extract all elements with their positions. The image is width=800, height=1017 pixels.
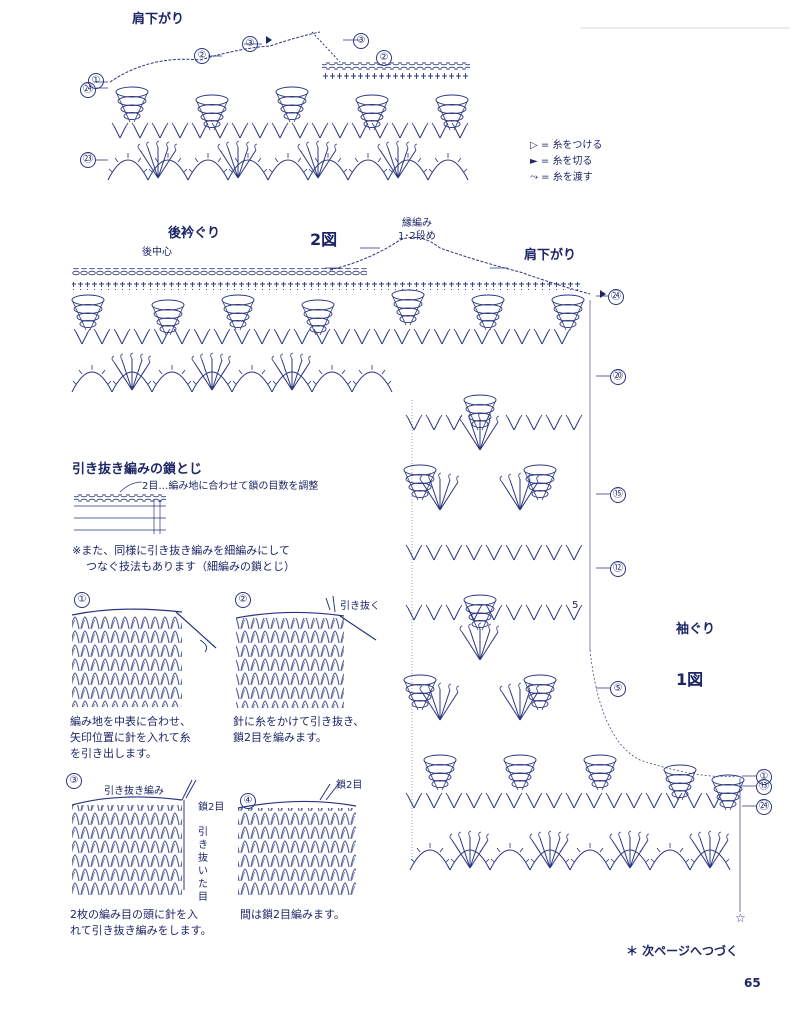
- chain-join-diagram: [74, 481, 166, 534]
- step-illustrations: [71, 595, 377, 896]
- row-mark-3b: ③: [353, 33, 369, 49]
- row-mark-12: ⑫: [610, 561, 626, 577]
- row-mark-24: ㉔: [80, 82, 96, 98]
- step-1-number: ①: [74, 592, 90, 608]
- step-1-line: を引き出します。: [70, 747, 157, 760]
- step-3-text: 2枚の編み目の頭に針を入 れて引き抜き編みをします。: [70, 907, 212, 939]
- row-mark-2: ②: [194, 48, 210, 64]
- step-3-number: ③: [66, 773, 82, 789]
- instructions-note-top: 2目…編み地に合わせて鎖の目数を調整: [142, 481, 319, 492]
- row-mark-23: ㉓: [80, 152, 96, 168]
- edge-rows-label-2: 1･2段め: [398, 231, 436, 242]
- step-3-line: れて引き抜き編みをします。: [70, 924, 212, 937]
- legend-symbol: ▷ =: [530, 140, 550, 151]
- step-4-line: 間は鎖2目編みます。: [240, 908, 345, 921]
- row-mark-20: ⑳: [610, 369, 626, 385]
- instructions-note-2: つなぐ技法もあります（細編みの鎖とじ）: [86, 560, 295, 573]
- continue-next-page: ＊ 次ページへつづく: [626, 944, 738, 958]
- instructions-heading: 引き抜き編みの鎖とじ: [72, 462, 203, 477]
- row-mark-15: ⑮: [610, 487, 626, 503]
- armhole-label: 袖ぐり: [676, 622, 716, 637]
- fig2-chart: [71, 236, 741, 860]
- legend-text: 糸を切る: [552, 156, 593, 167]
- instructions-note-1: ※また、同様に引き抜き編みを細編みにして: [72, 544, 290, 557]
- step-1-line: 矢印位置に針を入れて糸: [70, 731, 191, 744]
- shoulder-label-fig2: 肩下がり: [524, 248, 577, 263]
- row-mark-24c: ㉔: [756, 799, 772, 815]
- step-1-text: 編み地を中表に合わせ、 矢印位置に針を入れて糸 を引き出します。: [70, 714, 191, 762]
- svg-text:☆: ☆: [735, 911, 746, 925]
- step-1-line: 編み地を中表に合わせ、: [70, 715, 191, 728]
- legend-symbol: ► =: [530, 156, 550, 167]
- step-2-label: 引き抜く: [340, 601, 380, 612]
- step-2-line: 針に糸をかけて引き抜き、: [233, 715, 365, 728]
- row-mark-5: ⑤: [610, 681, 626, 697]
- step-3-label-2: 鎖2目: [198, 802, 225, 813]
- row-mark-1: ①: [88, 73, 104, 89]
- fig2-title: 2図: [310, 230, 338, 249]
- step-3-label-3: 引き抜いた目: [198, 827, 208, 903]
- fig1-title: 1図: [676, 670, 704, 689]
- fig1-chart: ☆: [405, 754, 756, 925]
- legend-item: ► = 糸を切る: [530, 154, 602, 170]
- legend-symbol: ⤳ =: [530, 172, 550, 183]
- step-2-number: ②: [235, 592, 251, 608]
- step-2-text: 針に糸をかけて引き抜き、 鎖2目を編みます。: [233, 714, 364, 746]
- shoulder-label-top: 肩下がり: [132, 12, 185, 27]
- legend-text: 糸を渡す: [552, 172, 593, 183]
- row-mark-2b: ②: [376, 50, 392, 66]
- edge-rows-label: 縁編み: [402, 218, 432, 229]
- stitch-count-5: 5: [572, 600, 579, 611]
- back-neck-label: 後衿ぐり: [168, 226, 221, 241]
- page-number: 65: [744, 976, 761, 990]
- step-3-line: 2枚の編み目の頭に針を入: [70, 908, 198, 921]
- legend-item: ▷ = 糸をつける: [530, 138, 602, 154]
- row-mark-3: ③: [242, 36, 258, 52]
- row-mark-24b: ㉔: [608, 289, 624, 305]
- top-shoulder-chart: [96, 31, 470, 181]
- step-4-text: 間は鎖2目編みます。: [240, 907, 345, 923]
- legend-item: ⤳ = 糸を渡す: [530, 170, 602, 186]
- step-4-label: 鎖2目: [336, 780, 363, 791]
- step-4-number: ④: [240, 793, 256, 809]
- legend: ▷ = 糸をつける ► = 糸を切る ⤳ = 糸を渡す: [530, 138, 602, 186]
- row-mark-13: ⑬: [756, 779, 772, 795]
- back-center-label: 後中心: [142, 247, 172, 258]
- step-3-label: 引き抜き編み: [104, 786, 164, 797]
- step-2-line: 鎖2目を編みます。: [233, 731, 327, 744]
- legend-text: 糸をつける: [552, 140, 603, 151]
